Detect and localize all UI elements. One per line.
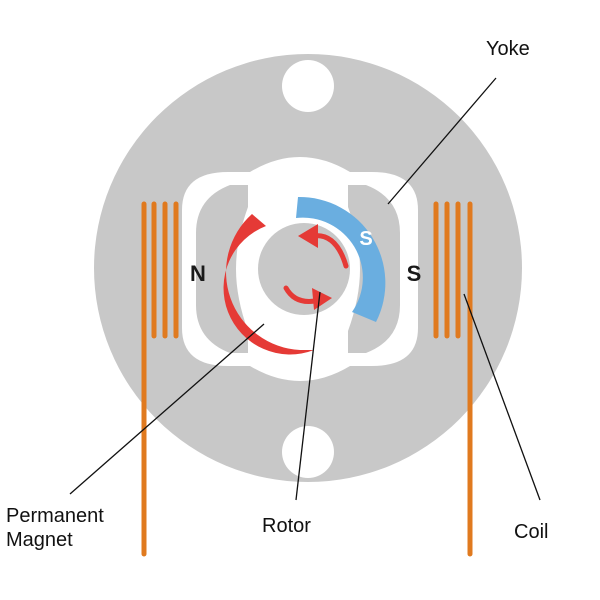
stator-pole-south: S <box>407 261 422 286</box>
rotor-core <box>258 223 350 315</box>
rotor-pole-north: N <box>241 289 255 311</box>
coil-right <box>433 201 473 557</box>
label-magnet: Magnet <box>6 529 73 551</box>
label-rotor: Rotor <box>262 515 311 537</box>
rotor-leader <box>295 291 321 501</box>
yoke-leader <box>387 77 497 205</box>
leader-lines <box>69 77 541 501</box>
coil-leader <box>463 293 541 501</box>
rotor-pole-south: S <box>359 228 372 250</box>
coil-left <box>141 201 179 557</box>
label-coil: Coil <box>514 521 548 543</box>
stator-pole-north: N <box>190 261 206 286</box>
rotation-arrowhead-top <box>298 224 318 248</box>
rotation-arrowhead-bottom <box>312 288 332 310</box>
label-permanent: Permanent <box>6 505 104 527</box>
magnet-leader <box>69 323 265 495</box>
magnet-south <box>296 196 386 322</box>
label-yoke: Yoke <box>486 38 530 60</box>
